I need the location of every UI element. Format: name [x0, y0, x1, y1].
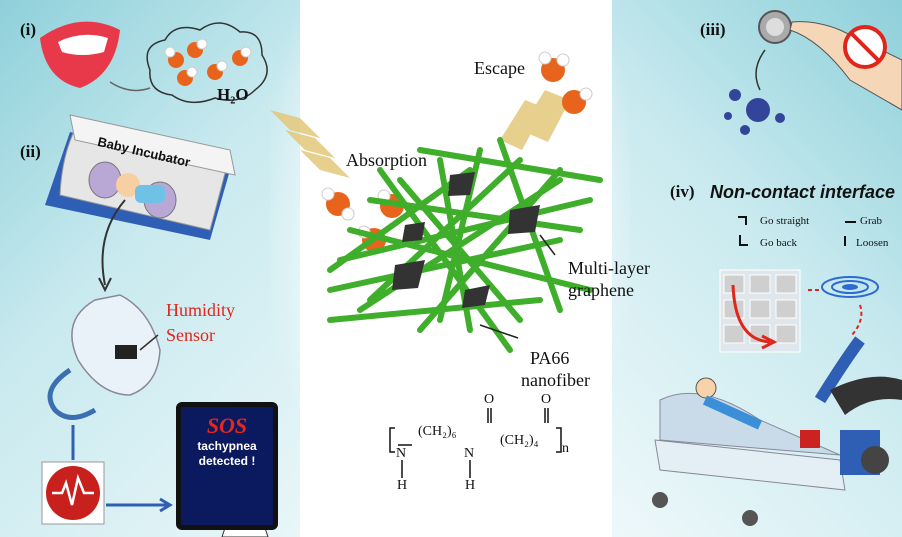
heartbeat-sensor-icon	[41, 461, 105, 525]
escape-label: Escape	[474, 58, 525, 78]
vapor-cloud-icon	[146, 22, 268, 104]
sos-title: SOS	[206, 413, 248, 438]
breath-line	[109, 81, 151, 92]
interface-title: Non-contact interface	[710, 182, 896, 202]
formula-ch2-4: (CH₂)₄	[500, 433, 539, 448]
road-track	[830, 376, 902, 415]
formula-n-1: N	[396, 446, 407, 461]
legend-grab: Grab	[860, 215, 882, 227]
sensor-label-line2: Sensor	[166, 325, 215, 345]
sos-alert-phone: SOS tachypnea detected !	[176, 402, 278, 530]
graphene-flakes	[392, 172, 540, 308]
sos-line-1: tachypnea	[197, 439, 257, 453]
virus-icon	[724, 89, 785, 135]
legend-go-back: Go back	[760, 237, 797, 249]
sos-line-2: detected !	[198, 454, 256, 468]
water-label: H₂O	[217, 85, 249, 104]
formula-o-1: O	[484, 392, 495, 407]
baby-incubator-icon	[45, 114, 236, 240]
prohibited-icon	[843, 25, 887, 69]
legend-loosen: Loosen	[856, 237, 889, 249]
formula-h-2: H	[465, 478, 476, 493]
formula-n-subscript: n	[562, 441, 569, 456]
water-molecules-cloud	[164, 38, 252, 86]
nanofiber-label-line2: nanofiber	[521, 370, 590, 390]
absorption-chevrons	[270, 110, 350, 178]
formula-ch2-6: (CH₂)₆	[418, 424, 457, 439]
formula-o-2: O	[541, 392, 552, 407]
wireless-signal-icon	[821, 276, 879, 298]
incubator-arrow	[101, 199, 126, 286]
formula-h-1: H	[397, 478, 408, 493]
legend-go-straight: Go straight	[760, 215, 810, 227]
fiber-pointer	[479, 324, 519, 339]
mouth-icon	[40, 21, 120, 88]
panel-label-iv: (iv)	[670, 182, 695, 201]
formula-brackets	[389, 408, 562, 478]
direction-legend-icons	[738, 216, 856, 246]
absorption-label: Absorption	[346, 150, 427, 170]
graphene-label-line1: Multi-layer	[568, 258, 650, 278]
panel-label-ii: (ii)	[20, 142, 41, 161]
gesture-path	[731, 284, 771, 344]
formula-n-2: N	[464, 446, 475, 461]
nanofiber-label-line1: PA66	[530, 348, 570, 368]
sensor-label-line1: Humidity	[166, 300, 236, 320]
oxygen-mask-icon	[47, 294, 161, 420]
panel-label-iii: (iii)	[700, 20, 726, 39]
escape-chevrons	[500, 90, 570, 150]
non-contact-touchpad	[719, 269, 801, 353]
graphene-label-line2: graphene	[568, 280, 634, 300]
button-press-icon	[758, 10, 902, 111]
hospital-bed-icon	[652, 377, 846, 526]
robot-arm-icon	[800, 336, 889, 475]
graphene-pointer	[539, 234, 556, 256]
panel-label-i: (i)	[20, 20, 37, 39]
